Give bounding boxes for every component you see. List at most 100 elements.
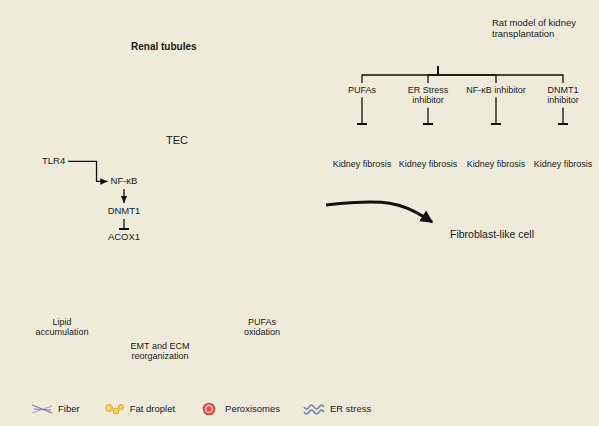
node-label: Kidney fibrosis (533, 159, 593, 169)
drawing-part (467, 320, 509, 371)
epithelial-cell: TLR4NF-κBDNMT1ACOX1Lipid accumulationEMT… (28, 118, 326, 393)
node-label: EMT and ECM reorganization (114, 341, 206, 362)
drawing-part (159, 301, 160, 336)
drawing-part (61, 21, 70, 30)
node-label: PUFAs (348, 85, 376, 95)
treatment-label: NF-κB inhibitor (464, 84, 528, 96)
effect-label: EMT and ECM reorganization (112, 340, 208, 363)
drawing-part (45, 69, 54, 78)
drawing-part (411, 129, 433, 155)
drawing-part (24, 168, 38, 194)
node-label: NF-κB (111, 176, 138, 187)
drawing-part (208, 296, 240, 301)
drawing-part (29, 9, 121, 101)
tubule-circle: Renal tubules (25, 5, 215, 105)
legend-icon (30, 402, 54, 416)
node-label: Kidney fibrosis (398, 159, 458, 169)
drawing-part (32, 406, 52, 413)
fibro-shape (300, 222, 597, 394)
drawing-part (310, 250, 592, 387)
drawing-part (430, 145, 436, 157)
drawing-part (478, 375, 594, 383)
drawing-part (180, 286, 181, 298)
kidney-icon: Kidney fibrosis (332, 126, 392, 188)
node-label: Kidney fibrosis (332, 159, 392, 169)
drawing-part (75, 12, 100, 40)
drawing-part (99, 321, 100, 336)
drawing-part (118, 405, 123, 410)
drawing-part (144, 232, 213, 244)
drawing-part (430, 53, 456, 58)
connector (428, 66, 438, 83)
drawing-part (96, 69, 105, 78)
drawing-part (32, 42, 57, 69)
node-label: TLR4 (42, 156, 65, 167)
connector (362, 66, 438, 83)
drawing-part (32, 405, 52, 413)
drawing-part (470, 357, 594, 361)
kidney-shape (466, 126, 526, 188)
drawing-part (130, 286, 190, 298)
fibroblast-cell: Fibroblast-like cell (300, 222, 597, 394)
drawing-part (69, 281, 76, 288)
drawing-part (498, 145, 504, 157)
treatment-label: DNMT1 inhibitor (531, 84, 595, 107)
drawing-part (493, 334, 521, 363)
drawing-part (479, 129, 501, 155)
drawing-part (96, 232, 104, 244)
drawing-part (155, 288, 156, 296)
drawing-part (86, 61, 116, 90)
legend-label: Fat droplet (130, 404, 175, 415)
drawing-part (83, 235, 90, 242)
drawing-part (57, 37, 93, 73)
legend-item: ER stress (302, 402, 371, 416)
drawing-part (130, 286, 190, 298)
drawing-part (499, 138, 510, 140)
drawing-part (408, 279, 472, 313)
drawing-part (431, 138, 442, 140)
connector (427, 108, 428, 124)
rat-model: Rat model of kidney transplantation (392, 6, 594, 66)
drawing-part (135, 288, 136, 296)
drawing-part (485, 332, 500, 377)
drawing-part (50, 12, 75, 40)
connector (562, 108, 563, 124)
treatment-label: ER Stress inhibitor (396, 84, 460, 107)
drawing-part (566, 138, 577, 140)
node-label: ER Stress inhibitor (398, 85, 458, 106)
node-label: NF-κB inhibitor (466, 85, 526, 95)
drawing-part (86, 20, 116, 49)
connector (123, 189, 124, 203)
drawing-part (45, 32, 54, 41)
drawing-part (365, 143, 376, 144)
model-panel (326, 1, 597, 192)
drawing-part (520, 337, 580, 372)
drawing-part (468, 46, 483, 64)
drawing-part (476, 341, 577, 374)
drawing-part (462, 347, 594, 379)
drawing-part (204, 404, 215, 415)
drawing-part (345, 129, 367, 155)
drawing-part (216, 263, 231, 269)
drawing-part (75, 70, 100, 98)
drawing-part (474, 368, 594, 370)
node-label: Kidney fibrosis (466, 159, 526, 169)
renal-shape (25, 5, 215, 105)
drawing-part (73, 269, 83, 279)
node-label: Renal tubules (131, 41, 213, 53)
node-label: Lipid accumulation (31, 317, 93, 338)
node-label: ACOX1 (108, 232, 140, 243)
drawing-part (221, 235, 228, 242)
drawing-part (216, 230, 232, 246)
drawing-part (454, 333, 594, 353)
drawing-part (499, 143, 510, 144)
legend-item: Peroxisomes (197, 402, 280, 416)
treatment-label: PUFAs (346, 84, 378, 96)
drawing-part (515, 342, 555, 367)
pathway-label: ACOX1 (106, 231, 142, 244)
drawing-part (140, 286, 141, 298)
node-label: DNMT1 inhibitor (533, 85, 593, 106)
drawing-part (79, 279, 89, 289)
drawing-part (502, 325, 589, 366)
